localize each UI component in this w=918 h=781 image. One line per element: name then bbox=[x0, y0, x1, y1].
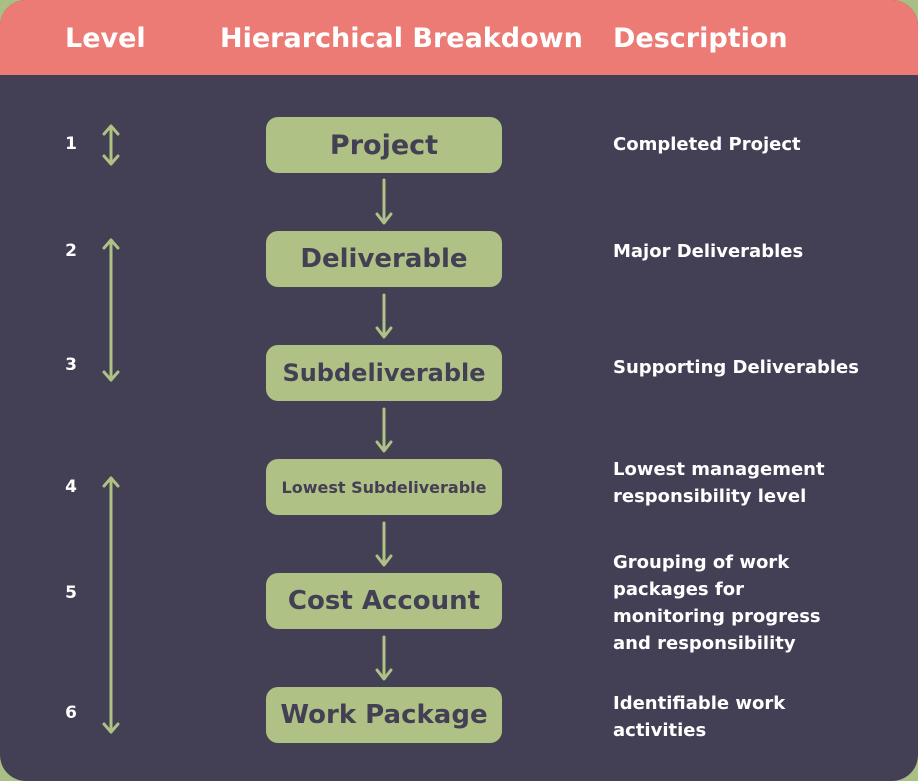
flow-arrow-5 bbox=[375, 635, 393, 681]
node-lowest-subdeliverable: Lowest Subdeliverable bbox=[266, 459, 502, 515]
level-range-arrow-2-3 bbox=[102, 238, 120, 382]
node-work-package: Work Package bbox=[266, 687, 502, 743]
level-range-arrow-1 bbox=[102, 124, 120, 166]
description-1: Completed Project bbox=[613, 134, 801, 155]
flow-arrow-4 bbox=[375, 521, 393, 567]
description-3: Supporting Deliverables bbox=[613, 357, 859, 378]
node-cost-account: Cost Account bbox=[266, 573, 502, 629]
level-number-6: 6 bbox=[65, 703, 77, 723]
flow-arrow-3 bbox=[375, 407, 393, 453]
level-number-1: 1 bbox=[65, 134, 77, 154]
level-column-header: Level bbox=[65, 23, 146, 54]
description-4: Lowest management responsibility level bbox=[613, 459, 825, 507]
level-number-3: 3 bbox=[65, 355, 77, 375]
header-bar: Level Hierarchical Breakdown Description bbox=[0, 0, 918, 75]
breakdown-column-header: Hierarchical Breakdown bbox=[220, 23, 583, 54]
flow-arrow-1 bbox=[375, 178, 393, 225]
level-number-4: 4 bbox=[65, 477, 77, 497]
node-project: Project bbox=[266, 117, 502, 173]
level-number-2: 2 bbox=[65, 241, 77, 261]
level-range-arrow-4-6 bbox=[102, 476, 120, 734]
description-column-header: Description bbox=[613, 23, 788, 54]
description-6: Identifiable work activities bbox=[613, 693, 786, 741]
node-deliverable: Deliverable bbox=[266, 231, 502, 287]
node-subdeliverable: Subdeliverable bbox=[266, 345, 502, 401]
description-2: Major Deliverables bbox=[613, 241, 804, 262]
description-5: Grouping of work packages for monitoring… bbox=[613, 552, 821, 654]
flow-arrow-2 bbox=[375, 293, 393, 339]
level-number-5: 5 bbox=[65, 583, 77, 603]
